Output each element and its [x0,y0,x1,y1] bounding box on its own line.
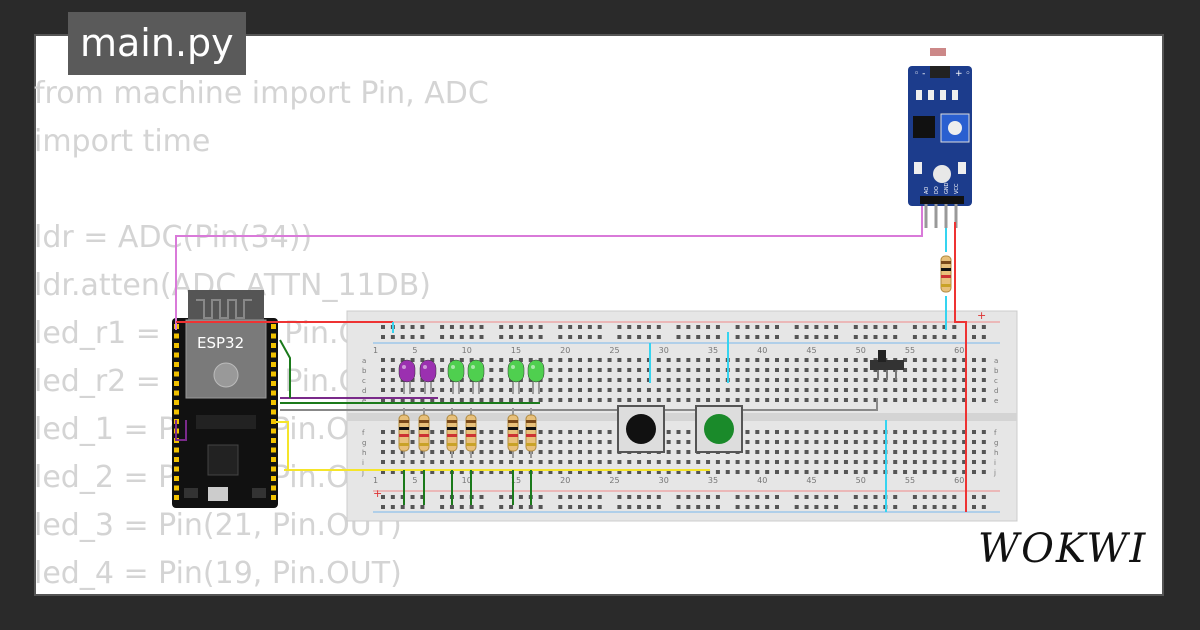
row-letter: g [994,439,998,447]
rail-plus-top: + [977,309,986,322]
row-letter: j [361,469,364,477]
resistor[interactable] [940,255,952,293]
column-number: 60 [954,346,964,355]
row-letter: j [993,469,996,477]
wokwi-logo: WOKWI [978,526,1148,572]
svg-text:◦ -: ◦ - [914,69,925,79]
resistor[interactable] [525,414,537,452]
row-letter: b [362,367,367,375]
code-line: import time [34,124,211,159]
leds [398,359,545,394]
column-number: 5 [412,476,417,485]
slide-switch[interactable] [870,350,904,380]
column-number: 1 [373,346,378,355]
row-letter: c [994,377,998,385]
column-number: 25 [609,476,619,485]
led[interactable] [527,359,545,394]
file-tab[interactable]: main.py [68,12,246,75]
row-letter: a [994,357,998,365]
column-number: 55 [905,346,915,355]
push-button-green[interactable] [695,405,743,453]
esp32-label: ESP32 [197,334,244,352]
column-number: 15 [511,346,521,355]
row-letter: a [362,357,366,365]
column-number: 35 [708,476,718,485]
column-number: 40 [757,476,767,485]
usb-port-icon [208,487,228,501]
column-number: 15 [511,476,521,485]
column-number: 30 [659,476,669,485]
column-number: 45 [806,346,816,355]
column-number: 20 [560,476,570,485]
esp32-board[interactable]: ESP32 [172,290,278,508]
svg-text:+ ◦: + ◦ [955,69,971,79]
column-number: 45 [806,476,816,485]
resistor[interactable] [418,414,430,452]
rail-plus-bottom: + [373,487,382,500]
led[interactable] [467,359,485,394]
resistor[interactable] [465,414,477,452]
row-letter: i [994,459,996,467]
row-letter: c [362,377,366,385]
code-line: from machine import Pin, ADC [34,76,489,111]
row-letter: d [994,387,998,395]
ldr-sensor-module[interactable]: ◦ - + ◦ AO DO GND VCC [908,48,972,228]
led[interactable] [419,359,437,394]
column-number: 5 [412,346,417,355]
column-number: 40 [757,346,767,355]
resistors [398,255,952,458]
led[interactable] [447,359,465,394]
sensor-pin-label: AO [924,187,930,194]
code-line: led_3 = Pin(21, Pin.OUT) [34,508,402,543]
column-number: 35 [708,346,718,355]
row-letter: e [994,397,998,405]
column-number: 50 [856,476,866,485]
row-letter: g [362,439,366,447]
column-number: 50 [856,346,866,355]
column-number: 1 [373,476,378,485]
led[interactable] [398,359,416,394]
push-button-black[interactable] [617,405,665,453]
row-letter: f [994,429,997,437]
row-letter: h [362,449,366,457]
code-line: ldr = ADC(Pin(34)) [34,220,313,255]
row-letter: b [994,367,999,375]
column-number: 25 [609,346,619,355]
resistor[interactable] [446,414,458,452]
row-letter: h [994,449,998,457]
resistor[interactable] [507,414,519,452]
column-number: 30 [659,346,669,355]
column-number: 55 [905,476,915,485]
row-letter: e [362,397,366,405]
code-line: led_4 = Pin(19, Pin.OUT) [34,556,402,591]
resistor[interactable] [398,414,410,452]
sensor-pin-label: DO [934,186,940,194]
column-number: 20 [560,346,570,355]
sensor-pin-label: GND [944,182,950,194]
wires [175,206,967,512]
led[interactable] [507,359,525,394]
row-letter: d [362,387,366,395]
row-letter: f [362,429,365,437]
column-number: 10 [462,346,472,355]
column-number: 60 [954,476,964,485]
row-letter: i [362,459,364,467]
sensor-pin-label: VCC [954,183,960,194]
column-number: 10 [462,476,472,485]
breadboard: 1155101015152020252530303535404045455050… [346,309,1018,522]
